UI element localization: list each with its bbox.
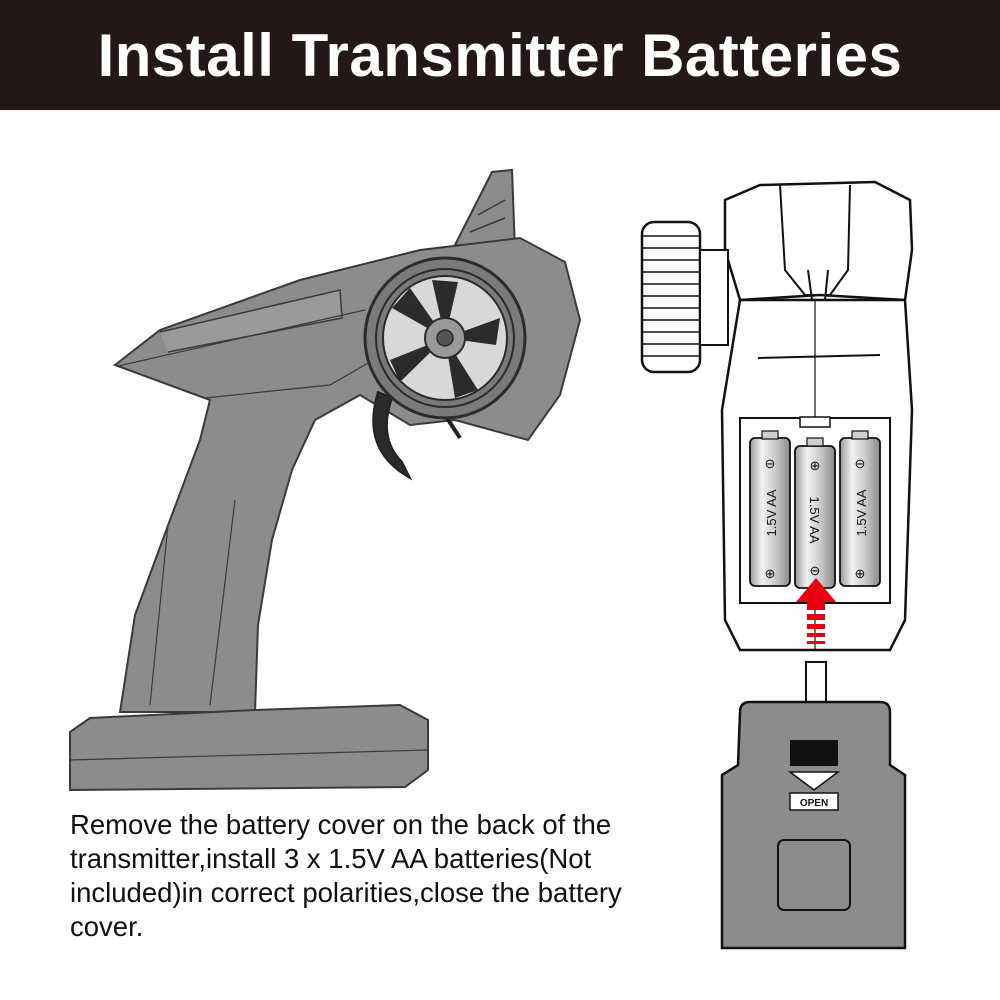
transmitter-base [69,703,429,792]
battery-label: 1.5V AA [764,489,779,536]
page-title: Install Transmitter Batteries [97,21,903,89]
battery-cover: OPEN [720,661,907,950]
illustration: ⊖ 1.5V AA ⊕ ⊕ 1.5V AA ⊖ ⊖ 1.5V AA ⊕ [69,168,914,950]
battery-symbol: ⊕ [855,566,866,581]
battery: ⊕ 1.5V AA ⊖ [794,437,836,589]
wheel-back [640,220,729,374]
steering-wheel [363,256,527,420]
throttle-trigger [372,390,413,481]
battery: ⊖ 1.5V AA ⊕ [839,430,881,587]
battery-label: 1.5V AA [807,497,822,544]
antenna [453,168,517,252]
battery: ⊖ 1.5V AA ⊕ [749,430,791,587]
instructions-text: Remove the battery cover on the back of … [70,809,622,942]
battery-symbol: ⊕ [810,458,821,473]
battery-symbol: ⊖ [810,563,821,578]
arrow-up-icon [796,578,836,644]
battery-symbol: ⊖ [855,456,866,471]
transmitter-side-view [69,168,582,792]
battery-label: 1.5V AA [854,489,869,536]
title-banner: Install Transmitter Batteries [0,0,1000,110]
transmitter-back-view: ⊖ 1.5V AA ⊕ ⊕ 1.5V AA ⊖ ⊖ 1.5V AA ⊕ [640,180,914,652]
battery-symbol: ⊖ [765,456,776,471]
cover-open-label: OPEN [800,798,828,809]
battery-symbol: ⊕ [765,566,776,581]
triangle-down-icon [787,771,841,791]
